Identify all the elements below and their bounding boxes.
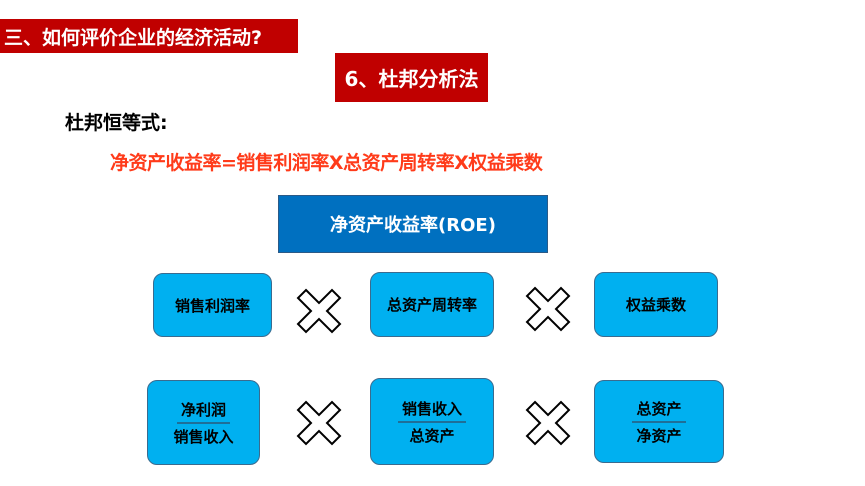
multiply-icon [525,286,571,332]
multiply-icon [296,288,342,334]
section-title: 三、如何评价企业的经济活动? [0,19,298,53]
multiply-icon [525,400,571,446]
box-label: 权益乘数 [625,296,686,314]
asset-turnover-box: 总资产周转率 [370,272,494,337]
numerator: 净利润 [176,399,230,424]
net-profit-over-sales-box: 净利润销售收入 [147,380,260,465]
identity-label: 杜邦恒等式: [65,112,168,134]
equity-multiplier-box: 权益乘数 [594,272,718,337]
denominator: 净资产 [636,426,682,445]
dupont-formula: 净资产收益率=销售利润率X总资产周转率X权益乘数 [110,152,543,174]
assets-over-equity-box: 总资产净资产 [594,380,724,463]
numerator: 销售收入 [397,398,466,423]
denominator: 总资产 [409,426,455,445]
roe-box: 净资产收益率(ROE) [278,195,548,253]
box-label: 销售利润率 [174,296,250,315]
sales-over-assets-box: 销售收入总资产 [370,378,494,465]
denominator: 销售收入 [173,427,234,446]
numerator: 总资产 [632,398,686,423]
box-label: 总资产周转率 [386,296,477,314]
subsection-title: 6、杜邦分析法 [335,53,488,102]
multiply-icon [296,400,342,446]
profit-margin-box: 销售利润率 [153,273,272,337]
